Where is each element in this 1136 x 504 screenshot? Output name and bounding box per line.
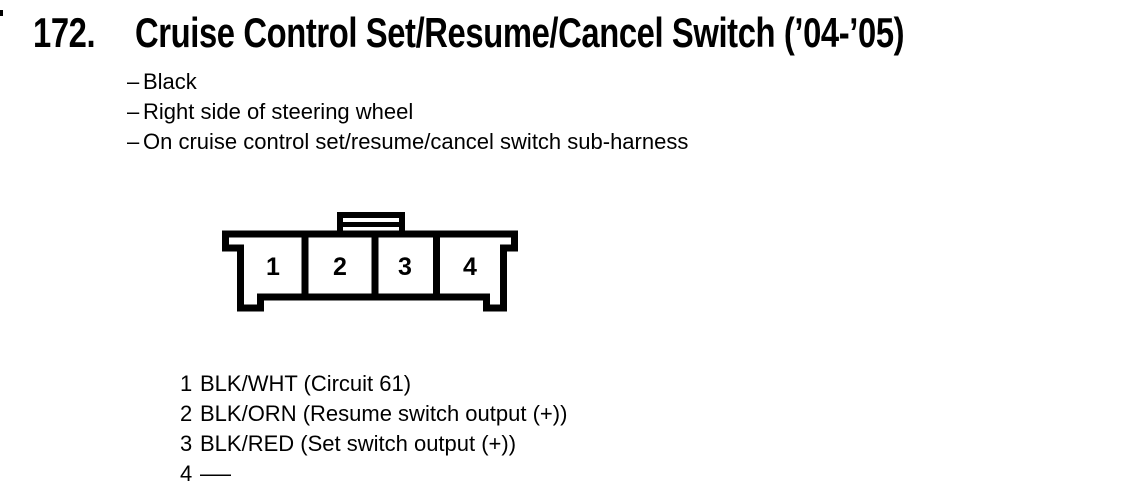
dash-bullet: – (127, 99, 140, 124)
pin-cavity-label: 4 (463, 253, 477, 281)
pin-row: 4 —— (180, 459, 567, 489)
pin-number: 4 (180, 461, 193, 486)
pin-wire-desc: —— (200, 461, 231, 486)
dash-bullet: – (127, 69, 140, 94)
pin-row: 3 BLK/RED (Set switch output (+)) (180, 429, 567, 459)
pin-wire-desc: BLK/ORN (Resume switch output (+)) (200, 401, 568, 426)
figure-title: Cruise Control Set/Resume/Cancel Switch … (135, 9, 905, 56)
pin-row: 1 BLK/WHT (Circuit 61) (180, 369, 567, 399)
pin-number: 3 (180, 431, 193, 456)
note-line: –Black (127, 67, 688, 97)
pin-number: 1 (180, 371, 193, 396)
connector-diagram: 1 2 3 4 (222, 212, 518, 312)
note-text: Right side of steering wheel (143, 99, 414, 124)
pin-wire-desc: BLK/RED (Set switch output (+)) (200, 431, 517, 456)
pin-row: 2 BLK/ORN (Resume switch output (+)) (180, 399, 567, 429)
note-text: Black (143, 69, 197, 94)
pin-wire-desc: BLK/WHT (Circuit 61) (200, 371, 412, 396)
figure-number: 172. (33, 9, 96, 56)
pin-cavity-label: 3 (398, 253, 412, 281)
note-line: –Right side of steering wheel (127, 97, 688, 127)
page-title: 172. Cruise Control Set/Resume/Cancel Sw… (33, 12, 1121, 54)
pin-legend: 1 BLK/WHT (Circuit 61) 2 BLK/ORN (Resume s… (180, 369, 567, 489)
pin-cavity-label: 2 (333, 253, 347, 281)
pin-cavity-label: 1 (266, 253, 280, 281)
pin-number: 2 (180, 401, 193, 426)
note-text: On cruise control set/resume/cancel swit… (143, 129, 689, 154)
note-line: –On cruise control set/resume/cancel swi… (127, 127, 688, 157)
connector-outline (222, 230, 518, 312)
dash-bullet: – (127, 129, 140, 154)
connector-notes: –Black –Right side of steering wheel –On… (127, 67, 688, 157)
scan-artifact (0, 10, 3, 16)
